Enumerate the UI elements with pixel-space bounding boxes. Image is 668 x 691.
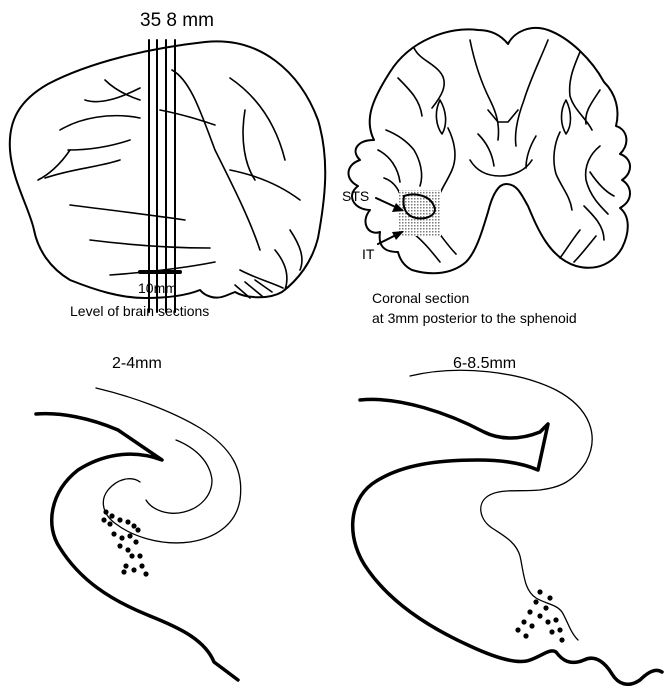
ventricle-left <box>436 100 445 134</box>
lateral-brain-view <box>10 40 325 312</box>
range-right-label: 6-8.5mm <box>453 354 516 373</box>
section-2-4mm-thin-contour-2 <box>146 440 212 513</box>
lateral-view-caption: Level of brain sections <box>70 303 209 320</box>
sts-label: STS <box>342 188 369 205</box>
range-left-label: 2-4mm <box>112 354 162 373</box>
section-6-8-5mm-thick-contour <box>353 399 662 684</box>
section-levels-label: 35 8 mm <box>140 10 214 33</box>
section-6-8-5mm-recording-dots <box>515 589 564 642</box>
section-2-4mm <box>36 388 241 680</box>
coronal-caption-line1: Coronal section <box>372 290 469 307</box>
brain-outline <box>10 41 325 298</box>
scale-bar-label: 10mm <box>138 280 177 297</box>
coronal-section <box>348 28 630 273</box>
coronal-caption-line2: at 3mm posterior to the sphenoid <box>372 310 577 327</box>
section-6-8-5mm <box>353 370 662 684</box>
it-label: IT <box>362 246 374 263</box>
ventricle-right <box>562 100 571 134</box>
brain-sulci <box>38 70 302 298</box>
section-2-4mm-recording-dots <box>101 509 148 576</box>
section-2-4mm-thick-contour <box>36 414 238 680</box>
